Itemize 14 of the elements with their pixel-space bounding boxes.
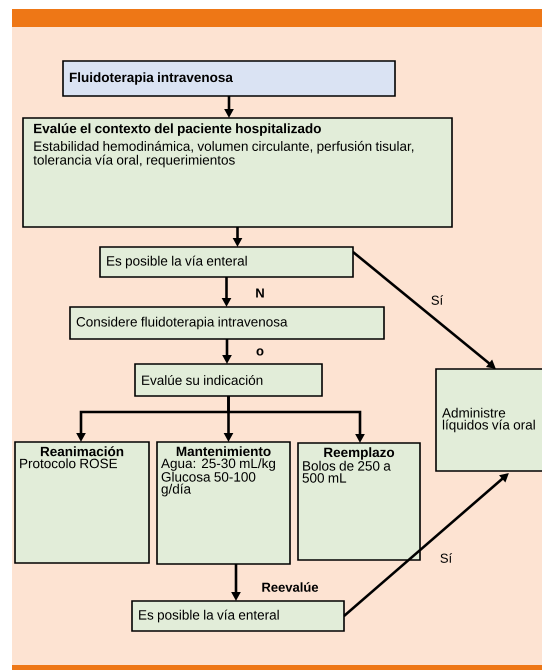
process-box: Reanimación Protocolo ROSE (14, 441, 150, 564)
process-box: Es posible la vía enteral (99, 246, 354, 278)
edge-label: N (254, 288, 266, 298)
edge-label: Sí (438, 552, 454, 564)
process-box: Evalúe su indicación (134, 363, 323, 397)
process-box: Fluidoterapia intravenosa (62, 60, 396, 97)
edge-label: Reevalúe (260, 581, 320, 593)
process-box: Mantenimiento Agua: 25-30 mL/kg Glucosa 50-100 g/día (156, 441, 291, 565)
process-box: Es posible la vía enteral (131, 600, 345, 632)
process-box: Reemplazo Bolos de 250 a 500 mL (297, 442, 421, 561)
edge-label: Sí (430, 294, 444, 306)
process-box: Administre líquidos vía oral (435, 368, 542, 472)
process-box: Considere fluidoterapia intravenosa (69, 306, 385, 340)
process-box: Evalúe el contexto del paciente hospitalizado Estabilidad hemodinámica, volumen circulante, perfusión tisular, tolerancia vía oral, requerimientos (22, 117, 453, 228)
